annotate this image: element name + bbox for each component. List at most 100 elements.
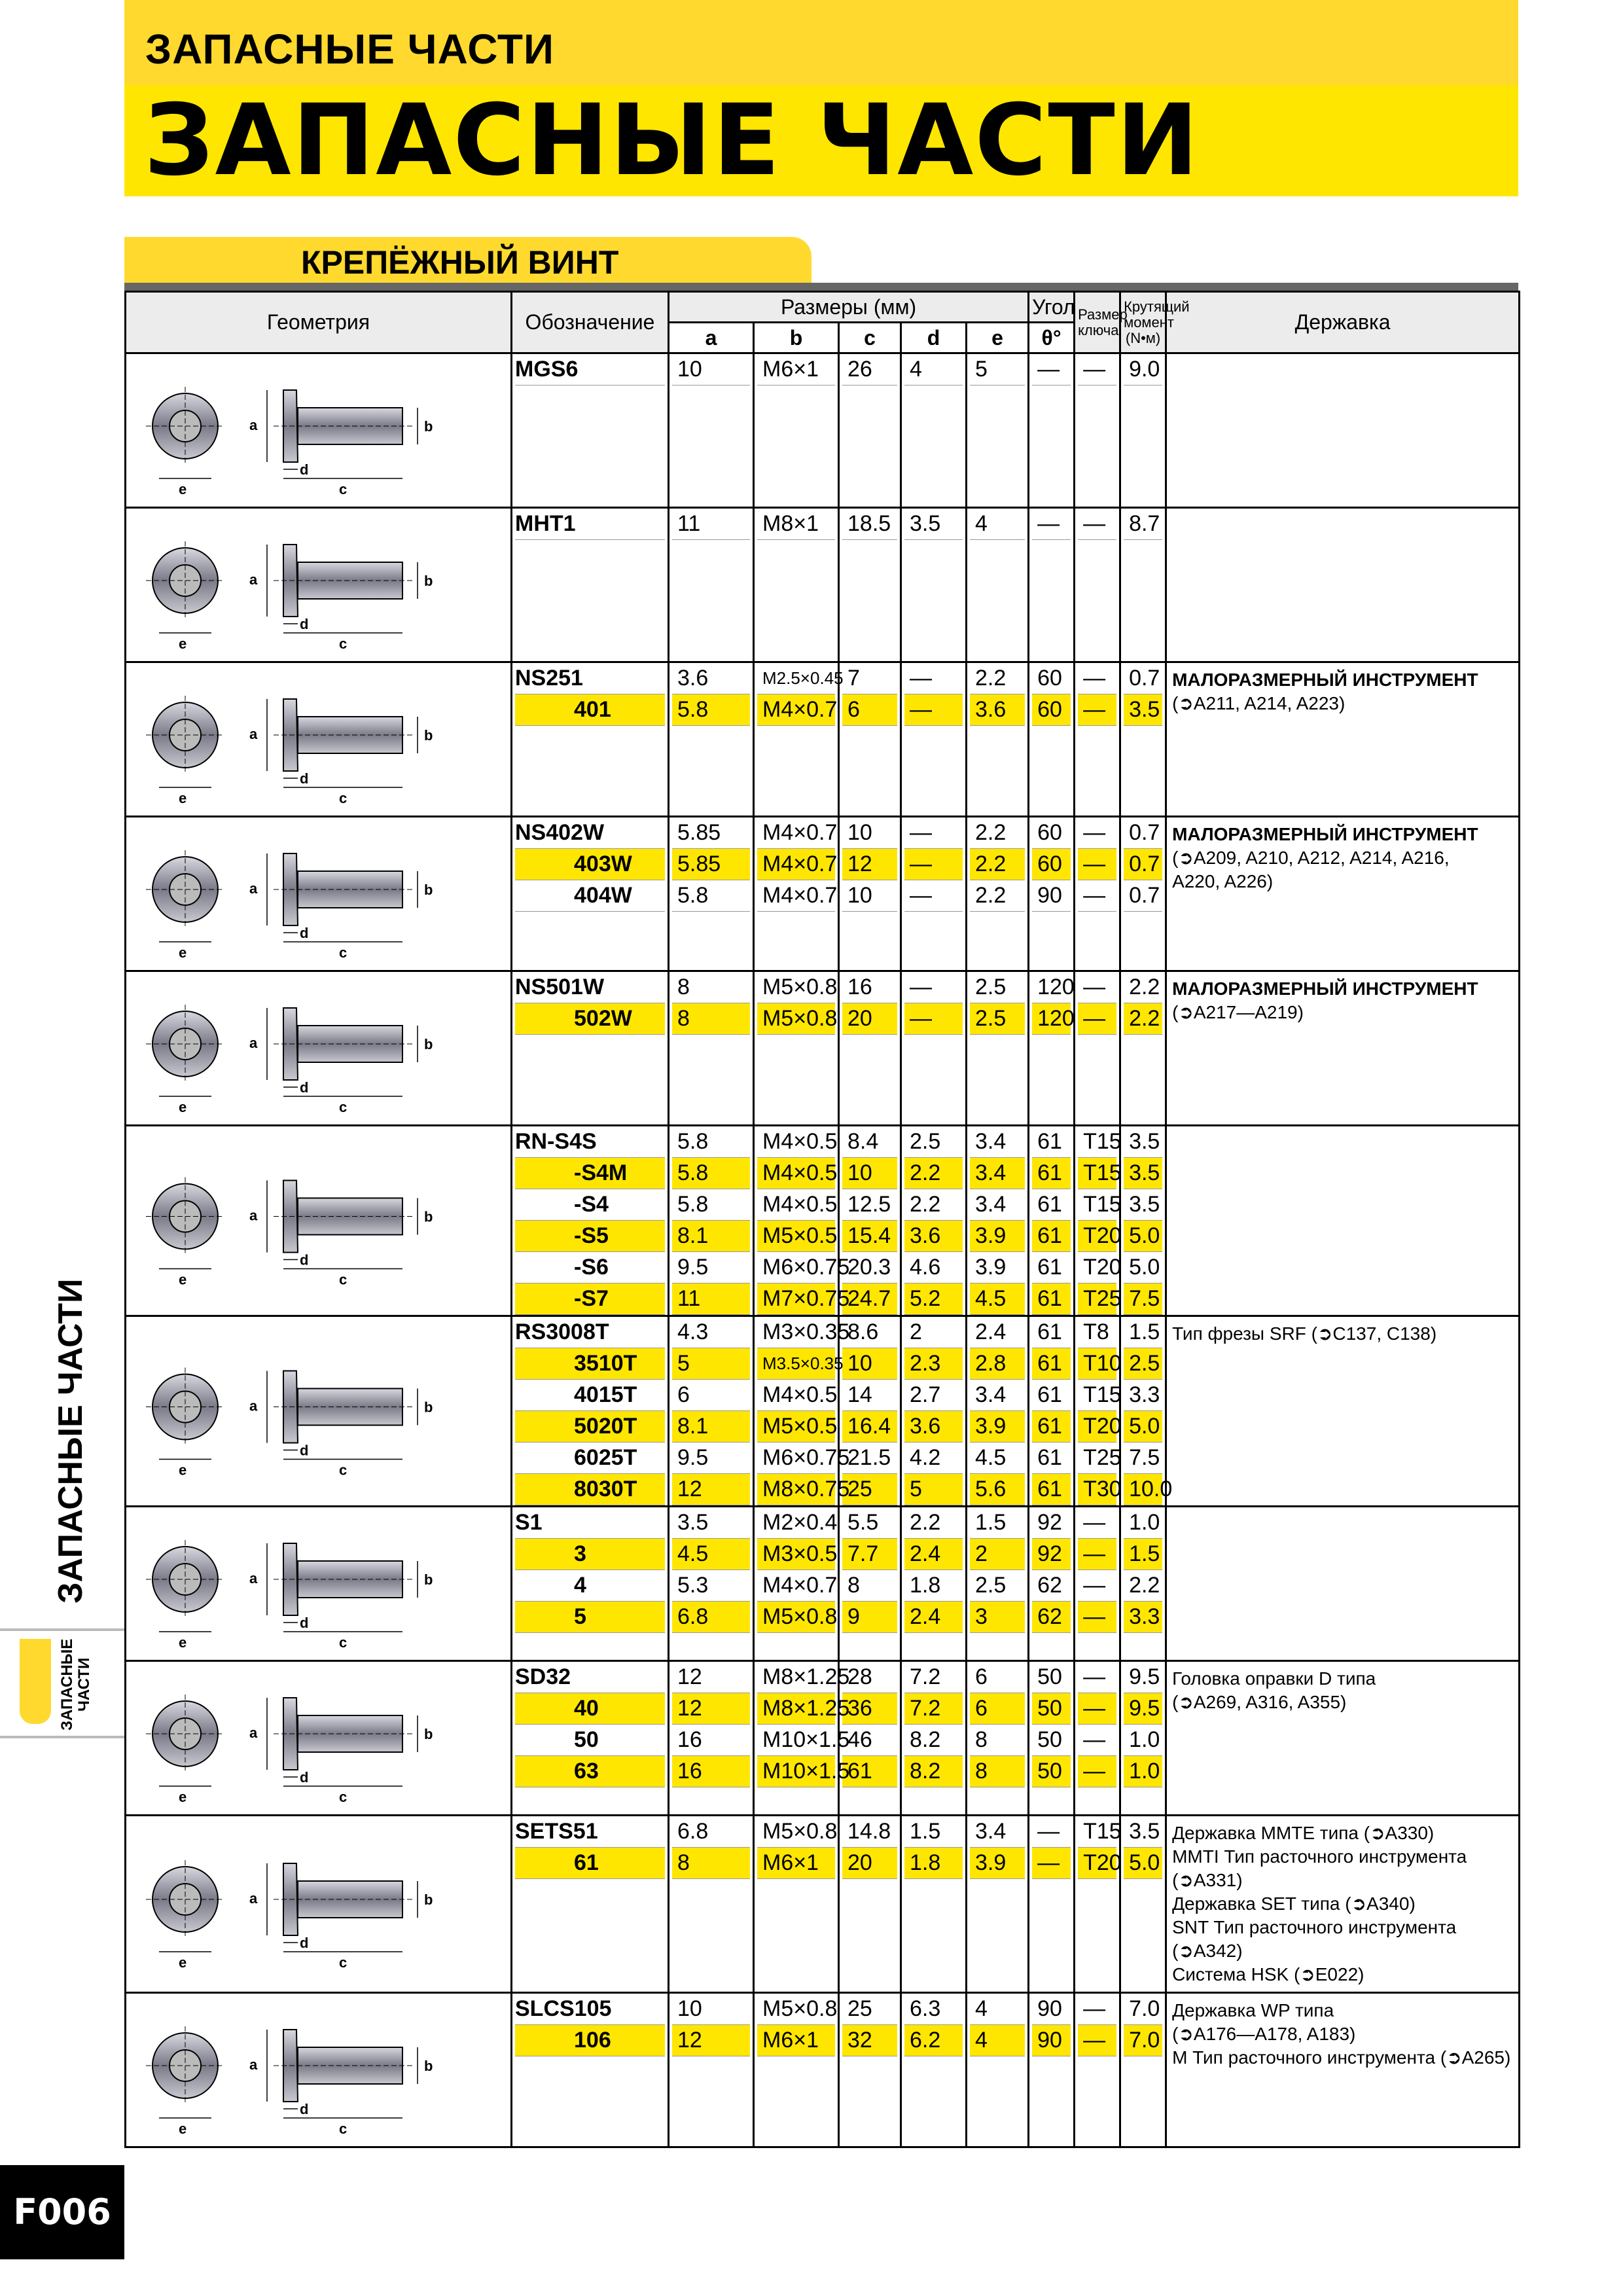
dimension-value: 16 <box>672 1725 750 1756</box>
dimension-value: 60 <box>1032 663 1071 694</box>
col-b: b <box>753 321 840 354</box>
svg-text:c: c <box>339 481 347 497</box>
svg-text:d: d <box>300 1442 308 1458</box>
dimension-value: 46 <box>842 1725 897 1756</box>
designation-value: 8030T <box>515 1474 665 1505</box>
holder-cell: МАЛОРАЗМЕРНЫЙ ИНСТРУМЕНТ (➲A209, A210, A2… <box>1165 816 1521 972</box>
dimension-value: 2 <box>904 1317 963 1348</box>
dimension-value: 12 <box>842 849 897 880</box>
svg-text:e: e <box>179 1462 187 1478</box>
designation-value: SETS51 <box>515 1816 665 1848</box>
designation-value: -S4 <box>515 1189 665 1221</box>
dimension-value: 50 <box>1032 1725 1071 1756</box>
dimension-value: 9.5 <box>1124 1693 1163 1725</box>
dimension-value: 12 <box>672 2025 750 2056</box>
svg-text:a: a <box>249 726 258 742</box>
dimension-value: 61 <box>1032 1283 1071 1315</box>
dimension-value: 61 <box>1032 1221 1071 1252</box>
dimension-value: 5 <box>904 1474 963 1505</box>
designation-value: MHT1 <box>515 509 665 540</box>
dimension-value: 5.3 <box>672 1570 750 1602</box>
dimension-value: 25 <box>842 1474 897 1505</box>
dimension-value: T20 <box>1078 1252 1122 1283</box>
dimension-value: — <box>1078 1662 1117 1693</box>
svg-text:a: a <box>249 1035 258 1051</box>
col-holder: Державка <box>1165 291 1521 354</box>
dimension-value: M6×0.75 <box>757 1443 849 1474</box>
dimension-value: M8×1.25 <box>757 1693 849 1725</box>
designation-value: -S6 <box>515 1252 665 1283</box>
dimension-value: 2.5 <box>904 1126 963 1158</box>
svg-text:d: d <box>300 1079 308 1096</box>
dimension-value: 12 <box>672 1693 750 1725</box>
svg-text:e: e <box>179 1271 187 1287</box>
col-theta: θ° <box>1027 321 1076 354</box>
svg-text:a: a <box>249 880 258 897</box>
dimension-value: — <box>1078 1003 1117 1035</box>
header-big-title: ЗАПАСНЫЕ ЧАСТИ <box>144 84 1200 198</box>
dimension-value: 3.5 <box>904 509 963 540</box>
dimension-value: 4.3 <box>672 1317 750 1348</box>
dimension-value: — <box>1078 1602 1117 1633</box>
dimension-value: 2.5 <box>970 1003 1026 1035</box>
svg-text:b: b <box>424 2058 433 2074</box>
dimension-value: 6.2 <box>904 2025 963 2056</box>
dimension-value: 10 <box>672 1994 750 2025</box>
holder-line: SNT Тип расточного инструмента (➲A342) <box>1172 1917 1457 1961</box>
holder-line: (➲A209, A210, A212, A214, A216, <box>1172 848 1450 868</box>
col-cell-dd: —— <box>900 661 967 817</box>
dimension-value: 60 <box>1032 817 1071 849</box>
dimension-value: — <box>1078 1725 1117 1756</box>
dimension-value: 61 <box>842 1756 897 1787</box>
dimension-value: 3.9 <box>970 1848 1026 1879</box>
dimension-value: 11 <box>672 1283 750 1315</box>
holder-line: МАЛОРАЗМЕРНЫЙ ИНСТРУМЕНТ <box>1172 824 1478 844</box>
col-e: e <box>965 321 1030 354</box>
dimension-value: M5×0.8 <box>757 1994 837 2025</box>
dimension-value: 1.8 <box>904 1570 963 1602</box>
designation-value: 403W <box>515 849 665 880</box>
dimension-value: 10 <box>842 1348 897 1380</box>
designation-value: 40 <box>515 1693 665 1725</box>
col-cell-th: — <box>1027 507 1076 663</box>
dimension-value: 60 <box>1032 849 1071 880</box>
table-top-rule <box>124 283 1518 291</box>
dimension-value: T15 <box>1078 1126 1122 1158</box>
svg-text:a: a <box>249 1397 258 1414</box>
designation-value: 4 <box>515 1570 665 1602</box>
dimension-value: M2.5×0.45 <box>757 663 844 694</box>
designation-value: 4015T <box>515 1380 665 1411</box>
dimension-value: 61 <box>1032 1126 1071 1158</box>
dimension-value: 5 <box>672 1348 750 1380</box>
header-small-title: ЗАПАСНЫЕ ЧАСТИ <box>145 26 554 73</box>
dimension-value: 4 <box>904 354 963 386</box>
dimension-value: 50 <box>1032 1693 1071 1725</box>
dimension-value: 60 <box>1032 694 1071 726</box>
dimension-value: M3.5×0.35 <box>757 1348 844 1380</box>
dimension-value: 10.0 <box>1124 1474 1172 1505</box>
col-geometry: Геометрия <box>124 291 512 354</box>
dimension-value: 2.4 <box>904 1602 963 1633</box>
svg-text:b: b <box>424 727 433 744</box>
dimension-value: — <box>1078 972 1117 1003</box>
dimension-value: 62 <box>1032 1602 1071 1633</box>
dimension-value: 5 <box>970 354 1026 386</box>
